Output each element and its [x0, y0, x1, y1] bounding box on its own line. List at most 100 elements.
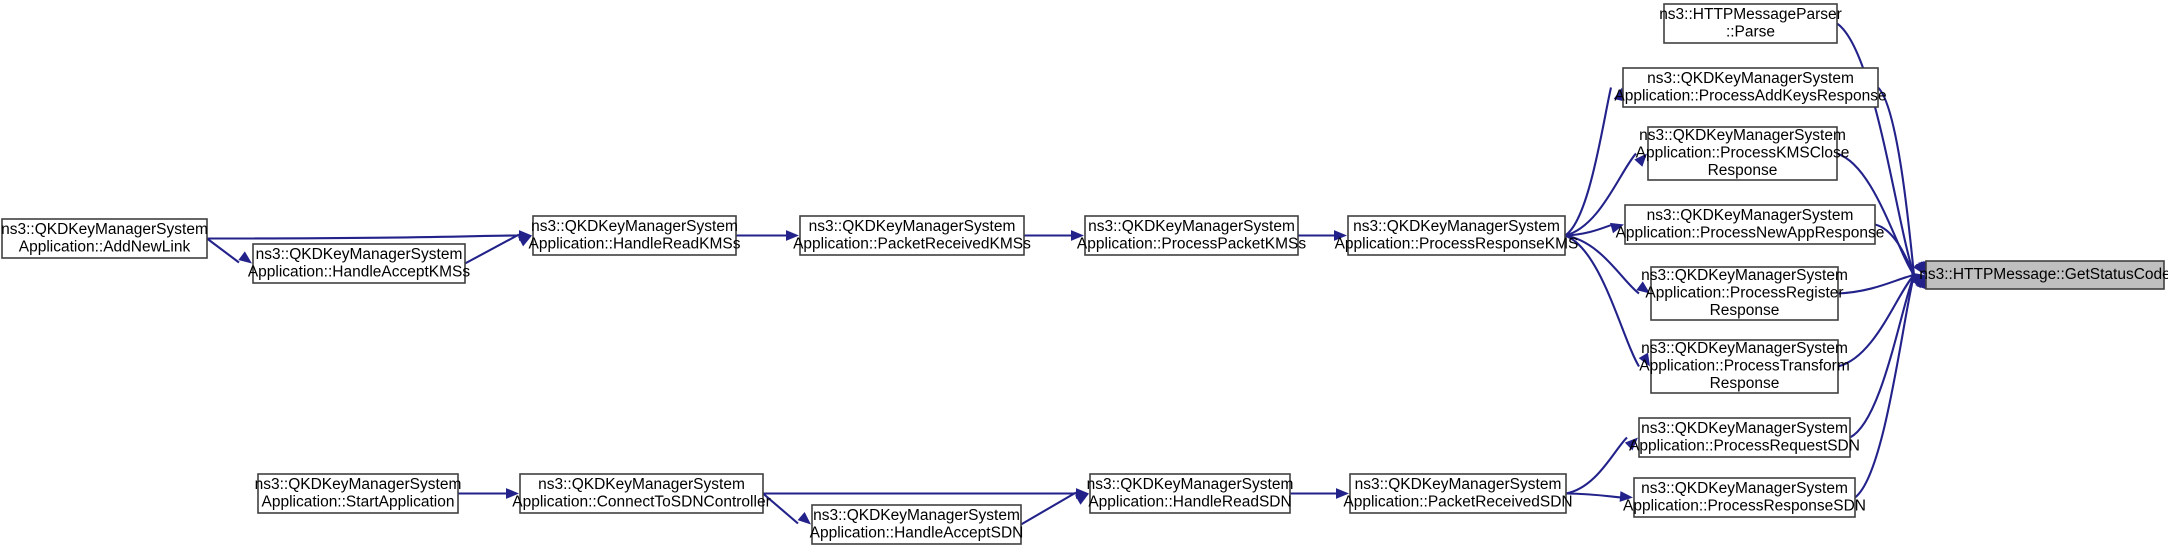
graph-node-getstatuscode[interactable]: ns3::HTTPMessage::GetStatusCode [1919, 260, 2168, 290]
node-label-line: Application::ProcessResponseKMS [1335, 235, 1579, 252]
arrow-head-icon [1610, 222, 1624, 234]
arrow-head-icon [1619, 491, 1633, 502]
graph-node-processresponsekms[interactable]: ns3::QKDKeyManagerSystemApplication::Pro… [1335, 215, 1579, 256]
node-box[interactable] [1638, 417, 1851, 458]
graph-node-packetreceivedsdn[interactable]: ns3::QKDKeyManagerSystemApplication::Pac… [1343, 473, 1573, 514]
node-label-line: ns3::QKDKeyManagerSystem [256, 246, 463, 263]
node-label-line: Application::PacketReceivedSDN [1343, 493, 1572, 510]
node-box[interactable] [252, 243, 466, 284]
node-label-line: Application::HandleAcceptSDN [810, 524, 1024, 541]
node-box[interactable] [1633, 477, 1856, 518]
arrow-head-icon [1634, 153, 1647, 167]
graph-node-handlereadkmss[interactable]: ns3::QKDKeyManagerSystemApplication::Han… [529, 215, 741, 256]
edge-processpacketkmss-to-processresponsekms [1298, 230, 1347, 241]
graph-node-responsesdn[interactable]: ns3::QKDKeyManagerSystemApplication::Pro… [1623, 477, 1866, 518]
node-label-line: ns3::QKDKeyManagerSystem [1641, 340, 1848, 357]
node-label-line: Application::HandleReadKMSs [529, 235, 741, 252]
graph-node-transformresponse[interactable]: ns3::QKDKeyManagerSystemApplication::Pro… [1639, 339, 1850, 394]
graph-node-packetreceivedkmss[interactable]: ns3::QKDKeyManagerSystemApplication::Pac… [793, 215, 1031, 256]
node-label-line: Application::AddNewLink [19, 238, 191, 255]
node-box[interactable] [1084, 215, 1299, 256]
node-label-line: Application::StartApplication [261, 493, 454, 510]
graph-node-registerresponse[interactable]: ns3::QKDKeyManagerSystemApplication::Pro… [1641, 266, 1848, 321]
edge-connecttosdn-to-handleacceptsdn [762, 492, 811, 525]
node-label-line: Application::ProcessKMSClose [1636, 145, 1850, 162]
graph-node-processpacketkmss[interactable]: ns3::QKDKeyManagerSystemApplication::Pro… [1077, 215, 1306, 256]
node-label-line: Application::ProcessRegister [1645, 285, 1843, 302]
edge-connecttosdn-to-handlereadsdn [763, 488, 1089, 499]
node-box[interactable] [1925, 260, 2165, 290]
graph-node-addnewlink[interactable]: ns3::QKDKeyManagerSystemApplication::Add… [1, 218, 208, 259]
node-label-line: ns3::QKDKeyManagerSystem [1, 221, 208, 238]
edge-packetreceivedkmss-to-processpacketkmss [1024, 230, 1084, 241]
node-label-line: ns3::QKDKeyManagerSystem [1647, 70, 1854, 87]
arrow-head-icon [1624, 437, 1638, 451]
node-label-line: Application::ProcessRequestSDN [1629, 437, 1860, 454]
edge-packetreceivedsdn-to-responsesdn [1565, 491, 1633, 502]
node-box[interactable] [1650, 266, 1839, 321]
graph-node-addkeysresponse[interactable]: ns3::QKDKeyManagerSystemApplication::Pro… [1614, 67, 1887, 108]
node-label-line: ns3::QKDKeyManagerSystem [1641, 267, 1848, 284]
node-box[interactable] [1347, 215, 1566, 256]
edge-processresponsekms-to-addkeysresponse [1564, 87, 1625, 237]
node-box[interactable] [1624, 204, 1876, 245]
node-label-line: Application::ConnectToSDNController [512, 493, 770, 510]
graph-node-requestsdn[interactable]: ns3::QKDKeyManagerSystemApplication::Pro… [1629, 417, 1860, 458]
graph-node-newappresponse[interactable]: ns3::QKDKeyManagerSystemApplication::Pro… [1616, 204, 1885, 245]
node-label-line: Application::ProcessAddKeysResponse [1614, 87, 1886, 104]
edge-line [1565, 492, 1623, 499]
node-box[interactable] [799, 215, 1025, 256]
graph-node-handlereadsdn[interactable]: ns3::QKDKeyManagerSystemApplication::Han… [1087, 473, 1294, 514]
node-box[interactable] [1647, 126, 1838, 181]
edge-line [1564, 152, 1637, 237]
graph-node-parse[interactable]: ns3::HTTPMessageParser::Parse [1659, 3, 1842, 44]
node-box[interactable] [1, 218, 208, 259]
graph-node-connecttosdn[interactable]: ns3::QKDKeyManagerSystemApplication::Con… [512, 473, 771, 514]
node-label-line: ns3::QKDKeyManagerSystem [1641, 480, 1848, 497]
node-box[interactable] [519, 473, 764, 514]
node-box[interactable] [1663, 3, 1838, 44]
node-label-line: Application::HandleAcceptKMSs [248, 263, 471, 280]
node-box[interactable] [1650, 339, 1839, 394]
edge-line [762, 492, 799, 525]
edge-line [1565, 436, 1628, 495]
arrow-head-icon [1916, 275, 1928, 289]
node-box[interactable] [532, 215, 737, 256]
node-label-line: ns3::QKDKeyManagerSystem [1087, 476, 1294, 493]
arrow-head-icon [1613, 87, 1625, 102]
edge-addkeysresponse-to-getstatuscode [1877, 86, 1930, 276]
graph-node-handleacceptsdn[interactable]: ns3::QKDKeyManagerSystemApplication::Han… [810, 504, 1024, 545]
node-label-line: ns3::QKDKeyManagerSystem [1647, 207, 1854, 224]
node-box[interactable] [1622, 67, 1879, 108]
edge-addnewlink-to-handlereadkmss [206, 230, 532, 241]
node-label-line: ns3::QKDKeyManagerSystem [531, 218, 738, 235]
edge-line [1877, 86, 1916, 276]
node-label-line: ns3::QKDKeyManagerSystem [538, 476, 745, 493]
edge-line [1837, 274, 1915, 368]
edge-line [1854, 274, 1916, 499]
edge-addnewlink-to-handleacceptkmss [206, 237, 252, 264]
node-label-line: ns3::QKDKeyManagerSystem [1088, 218, 1295, 235]
node-label-line: ns3::QKDKeyManagerSystem [813, 507, 1020, 524]
node-box[interactable] [1089, 473, 1291, 514]
edge-line [464, 233, 520, 265]
edge-line [1836, 152, 1915, 276]
edge-line [206, 237, 240, 264]
arrow-head-icon [786, 230, 799, 241]
graph-node-kmscloseresponse[interactable]: ns3::QKDKeyManagerSystemApplication::Pro… [1636, 126, 1850, 181]
node-box[interactable] [811, 504, 1022, 545]
arrow-head-icon [1334, 230, 1347, 241]
graph-node-handleacceptkmss[interactable]: ns3::QKDKeyManagerSystemApplication::Han… [248, 243, 471, 284]
node-label-line: ns3::HTTPMessageParser [1659, 6, 1842, 23]
edge-handleacceptkmss-to-handlereadkmss [464, 233, 532, 265]
arrow-head-icon [1636, 281, 1650, 294]
node-box[interactable] [257, 473, 459, 514]
graph-node-startapplication[interactable]: ns3::QKDKeyManagerSystemApplication::Sta… [255, 473, 462, 514]
edge-line [1564, 87, 1613, 237]
edge-line [206, 234, 520, 240]
node-box[interactable] [1349, 473, 1567, 514]
arrow-head-icon [1336, 488, 1349, 499]
node-label-line: ns3::QKDKeyManagerSystem [255, 476, 462, 493]
edge-newappresponse-to-getstatuscode [1874, 223, 1925, 276]
